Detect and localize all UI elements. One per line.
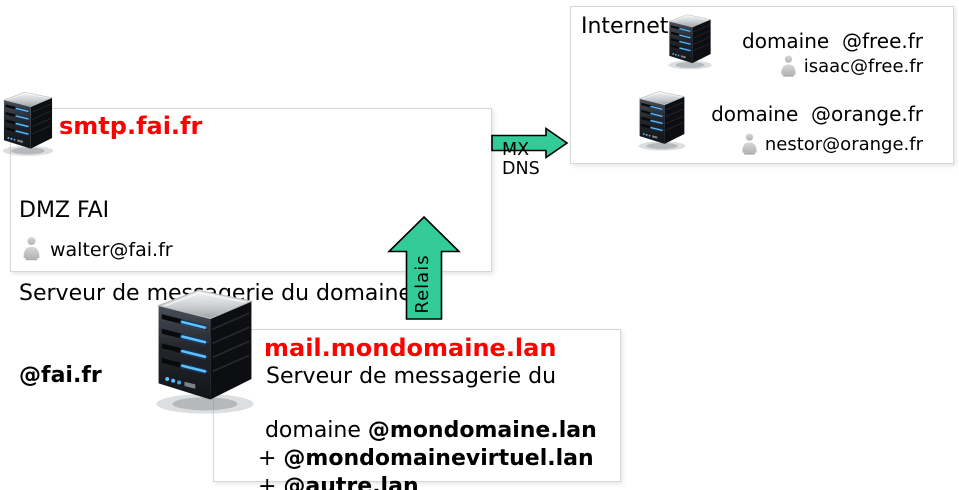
mx-label-line1: MX: [502, 140, 530, 160]
orange-user-email: nestor@orange.fr: [764, 134, 923, 155]
fai-hostname: smtp.fai.fr: [59, 112, 203, 140]
orange-user-row: nestor@orange.fr: [740, 132, 923, 155]
orange-domain-label: domaine @orange.fr: [711, 102, 923, 126]
fai-line-dmz: DMZ FAI: [19, 198, 110, 223]
fai-description: DMZ FAI Serveur de messagerie du domaine…: [19, 142, 412, 445]
mx-label-line2: DNS: [502, 158, 540, 179]
lan-line-domain: domaine @mondomaine.lan: [223, 392, 597, 470]
lan-line-autre-domain: + @autre.lan: [216, 448, 419, 490]
fai-dmz-box: smtp.fai.fr DMZ FAI Serveur de messageri…: [10, 108, 492, 388]
free-domain-label: domaine @free.fr: [742, 29, 923, 53]
relais-arrow-icon: [387, 215, 461, 320]
mx-dns-label: MX DNS: [502, 141, 540, 178]
lan-domain-main: @mondomaine.lan: [367, 418, 597, 443]
internet-box: Internet domaine @free.fr isaac@free.fr …: [570, 6, 954, 164]
person-icon: [21, 235, 42, 261]
relais-label: Relais: [412, 254, 433, 314]
lan-autre-domain: @autre.lan: [283, 474, 419, 490]
server-icon-fai: [0, 91, 56, 157]
person-icon: [740, 132, 759, 155]
lan-box: mail.mondomaine.lan Serveur de messageri…: [213, 329, 621, 490]
lan-hostname: mail.mondomaine.lan: [264, 334, 557, 362]
fai-user-row: walter@fai.fr: [21, 235, 173, 261]
mx-arrow-icon: [491, 126, 569, 160]
lan-autre-prefix: +: [257, 474, 284, 490]
lan-virtual-prefix: +: [257, 446, 284, 471]
lan-virtual-domain: @mondomainevirtuel.lan: [283, 446, 594, 471]
internet-box-title: Internet: [581, 14, 669, 39]
server-icon-lan: [151, 287, 259, 417]
free-user-email: isaac@free.fr: [803, 56, 923, 77]
free-user-row: isaac@free.fr: [779, 54, 923, 77]
lan-domain-prefix: domaine: [264, 418, 368, 443]
person-icon: [779, 54, 798, 77]
server-icon-free: [666, 13, 714, 71]
fai-user-email: walter@fai.fr: [50, 239, 173, 261]
server-icon-orange: [636, 90, 688, 152]
lan-line-serveur: Serveur de messagerie du: [266, 364, 557, 389]
fai-line-serveur: Serveur de messagerie du domaine: [19, 280, 412, 306]
fai-line-domain: @fai.fr: [19, 363, 102, 388]
lan-line-virtual-domain: + @mondomainevirtuel.lan: [216, 420, 594, 490]
